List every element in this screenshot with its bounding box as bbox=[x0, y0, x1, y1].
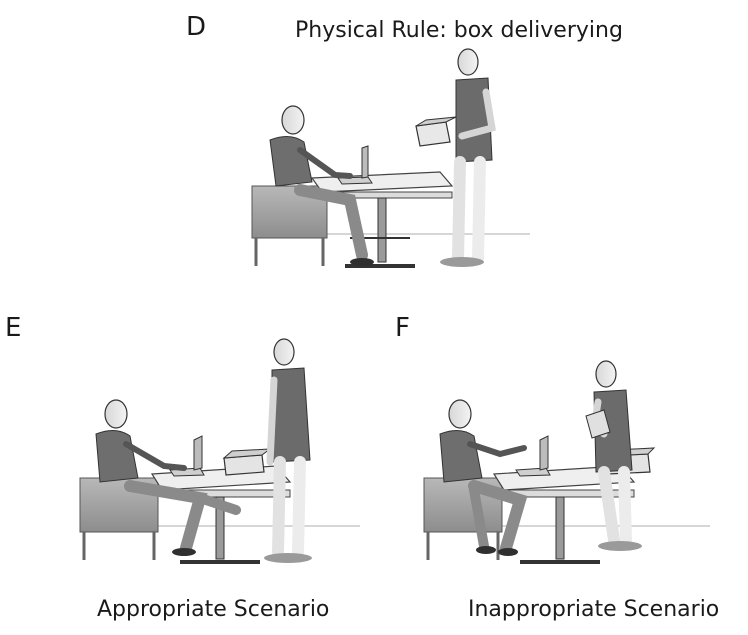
panel-e-caption: Appropriate Scenario bbox=[97, 597, 330, 622]
panel-f-standing-person bbox=[585, 360, 642, 551]
panel-f-letter: F bbox=[395, 313, 410, 343]
panel-f-seated-person bbox=[439, 399, 528, 556]
panel-e-letter: E bbox=[5, 313, 22, 343]
panel-e-seated-person bbox=[95, 399, 241, 556]
panel-d-chair bbox=[251, 185, 328, 266]
panel-d-standing-person bbox=[415, 48, 496, 267]
panel-f-caption: Inappropriate Scenario bbox=[468, 597, 720, 622]
panel-f-scene bbox=[423, 360, 710, 564]
panel-e-desk bbox=[150, 465, 292, 564]
panel-d-letter: D bbox=[186, 12, 207, 42]
panel-d-seated-person bbox=[269, 105, 374, 266]
panel-f-laptop bbox=[515, 435, 551, 477]
panel-d-scene bbox=[251, 48, 530, 268]
panel-e-scene bbox=[79, 338, 360, 564]
panel-f-held-item bbox=[585, 409, 611, 439]
panel-e-box-on-desk bbox=[222, 448, 272, 476]
panel-e-standing-person bbox=[264, 338, 312, 563]
panel-d-title: Physical Rule: box deliverying bbox=[295, 18, 623, 43]
panel-d-desk bbox=[310, 171, 454, 268]
